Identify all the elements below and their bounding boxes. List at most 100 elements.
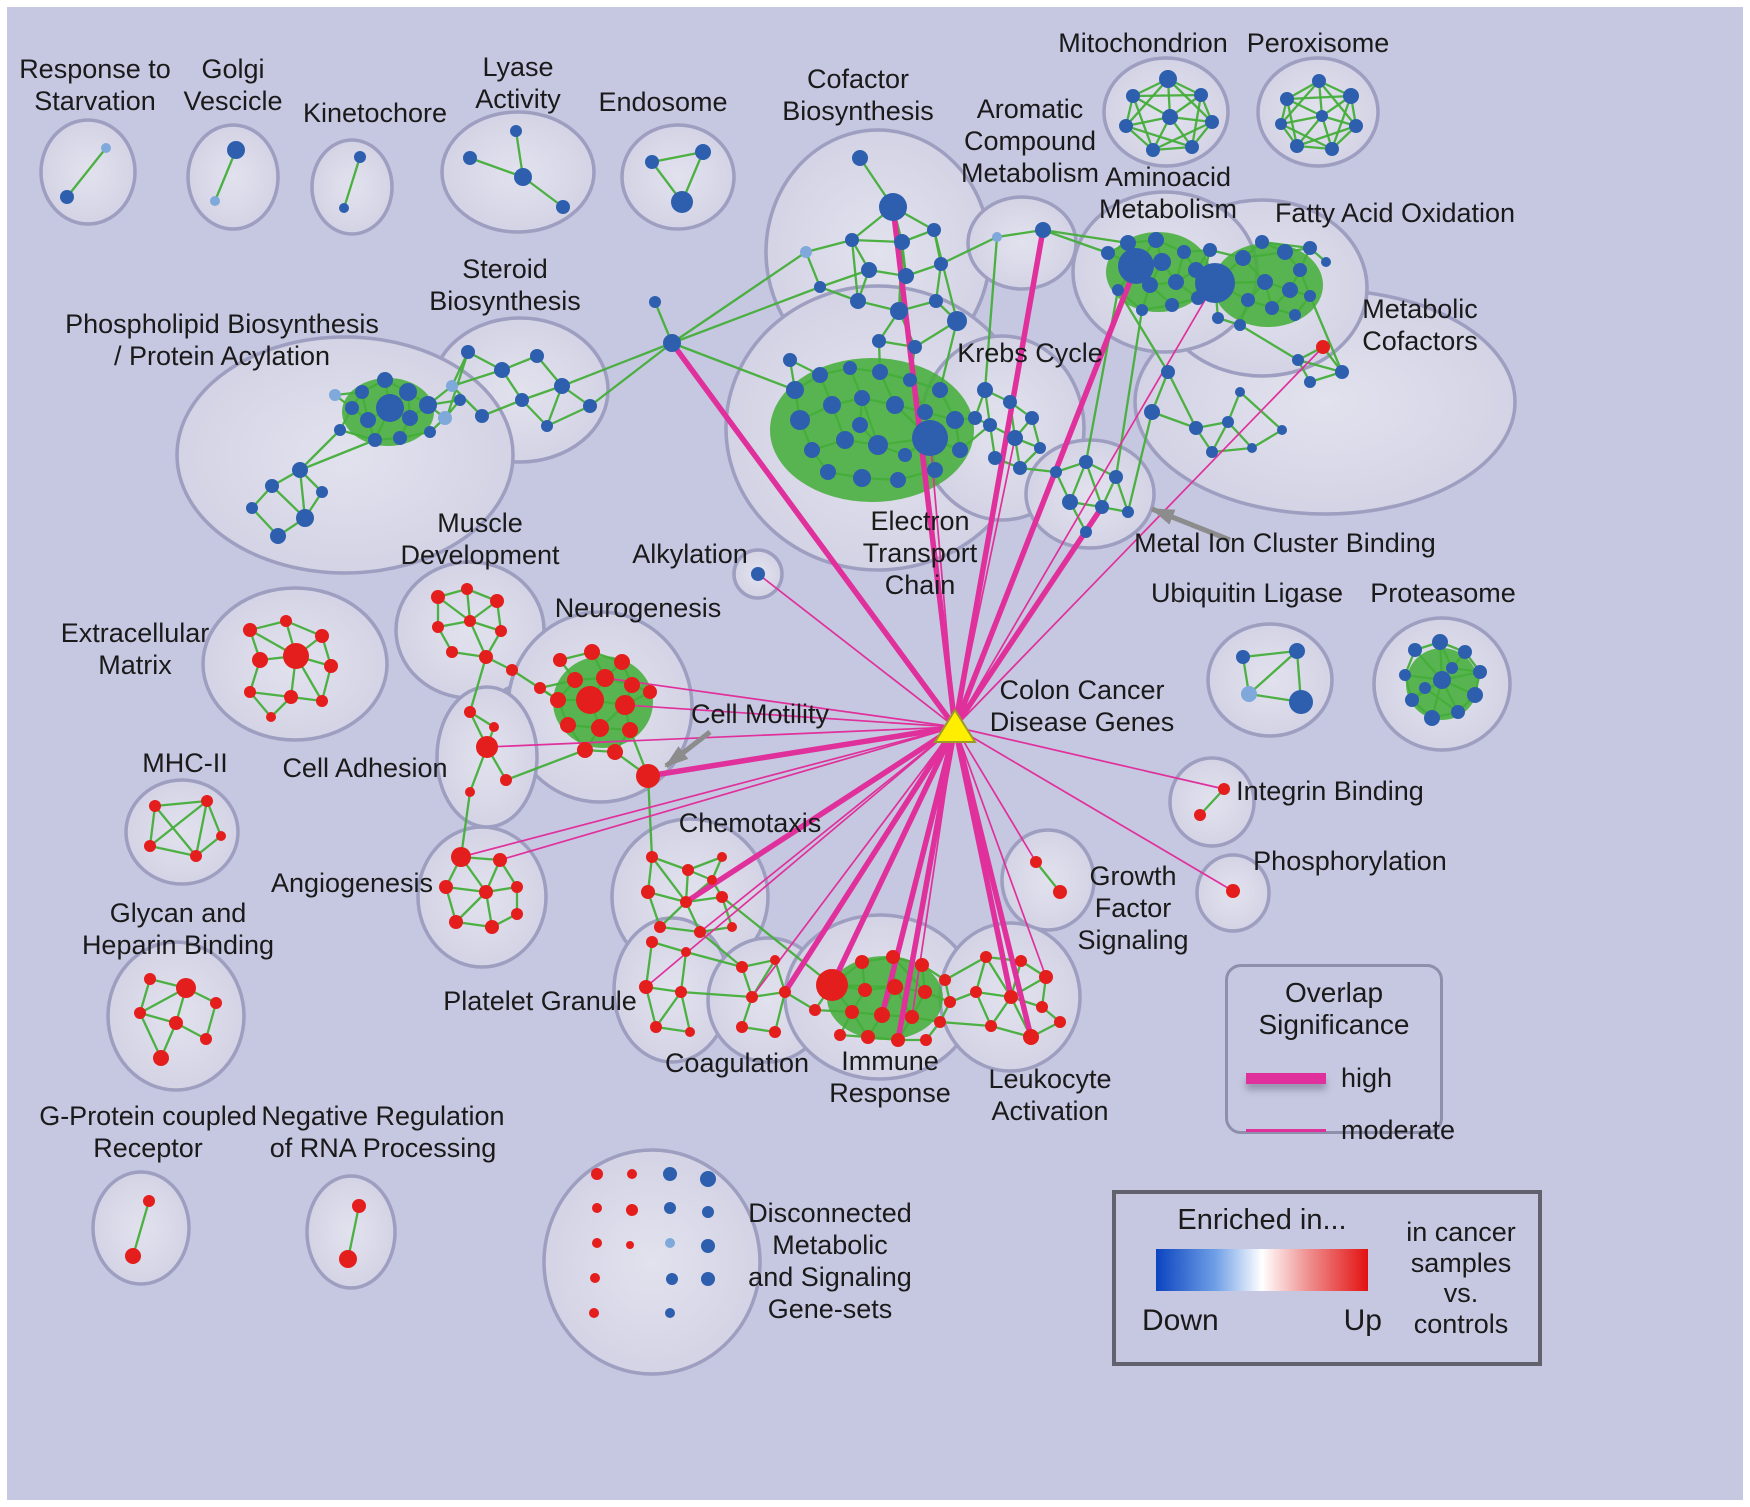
gene-set-node-krebs-cycle bbox=[988, 451, 1002, 465]
overlap-legend-title: Overlap Significance bbox=[1258, 977, 1410, 1041]
gene-set-node-metal-ion-cluster-binding bbox=[1079, 455, 1093, 469]
gene-set-node-mhc-ii bbox=[149, 800, 161, 812]
gene-set-node-fatty-acid-oxidation bbox=[1255, 235, 1269, 249]
gene-set-node-response-to-starvation bbox=[60, 190, 74, 204]
gene-set-node-metabolic-cofactors bbox=[1292, 354, 1304, 366]
gene-set-node-phospholipid-biosynthesis-protein-acylation bbox=[376, 394, 404, 422]
gene-set-node-fatty-acid-oxidation bbox=[1304, 290, 1316, 302]
gene-set-node-steroid-biosynthesis bbox=[461, 345, 475, 359]
high-significance-label: high bbox=[1341, 1062, 1393, 1093]
gene-set-node-cofactor-biosynthesis bbox=[927, 223, 941, 237]
label-krebs-cycle: Krebs Cycle bbox=[957, 338, 1103, 368]
gene-set-node-aminoacid-metabolism bbox=[1148, 232, 1164, 248]
gene-set-node-glycan-and-heparin-binding bbox=[200, 1033, 212, 1045]
label-phosphorylation: Phosphorylation bbox=[1253, 846, 1447, 876]
gene-set-node-peroxisome bbox=[1325, 142, 1339, 156]
inter-cluster-edge bbox=[720, 895, 834, 987]
cluster-outline-endosome bbox=[620, 123, 736, 231]
gene-set-node-disconnected-metabolic-and-signaling-gene-sets bbox=[592, 1238, 602, 1248]
gene-set-node-krebs-cycle bbox=[1013, 461, 1027, 475]
edge-mhc-ii bbox=[148, 844, 198, 858]
gene-set-node-disconnected-metabolic-and-signaling-gene-sets bbox=[626, 1241, 634, 1249]
enrichment-gradient-bar bbox=[1156, 1249, 1368, 1291]
gene-set-node-immune-response bbox=[915, 958, 929, 972]
gene-set-node-cell-adhesion bbox=[476, 736, 498, 758]
gene-set-node-angiogenesis bbox=[479, 885, 493, 899]
label-proteasome: Proteasome bbox=[1370, 578, 1516, 608]
gene-set-node-electron-transport-chain bbox=[932, 382, 948, 398]
enriched-in-title: Enriched in... bbox=[1177, 1204, 1347, 1236]
inter-cluster-edge bbox=[938, 1020, 993, 1028]
cluster-outline-growth-factor-signaling bbox=[1000, 828, 1096, 932]
gene-set-node-electron-transport-chain bbox=[812, 367, 828, 383]
gene-set-node-fatty-acid-oxidation bbox=[1289, 309, 1301, 321]
gene-set-node-fatty-acid-oxidation bbox=[1235, 250, 1251, 266]
overlap-edge-moderate bbox=[929, 437, 956, 728]
inter-cluster-edge bbox=[943, 955, 988, 982]
overlap-edge-high bbox=[829, 725, 958, 987]
edge-leukocyte-activation bbox=[974, 955, 988, 994]
edge-peroxisome bbox=[1285, 97, 1299, 148]
gene-set-node-neurogenesis bbox=[607, 744, 623, 760]
overlap-edge-moderate bbox=[757, 573, 956, 728]
inter-cluster-edge bbox=[1308, 294, 1344, 374]
gene-set-node-electron-transport-chain bbox=[823, 396, 841, 414]
gene-set-node-disconnected-metabolic-and-signaling-gene-sets bbox=[666, 1273, 678, 1285]
edge-peroxisome bbox=[1317, 79, 1358, 128]
gene-set-node-krebs-cycle bbox=[1003, 395, 1017, 409]
gene-set-node-aromatic-compound-metabolism bbox=[1035, 222, 1051, 238]
edge-mitochondrion bbox=[1124, 124, 1194, 149]
gene-set-node-steroid-biosynthesis bbox=[446, 380, 458, 392]
gene-set-node-immune-response bbox=[918, 985, 932, 999]
gene-set-node-electron-transport-chain bbox=[820, 464, 836, 480]
label-mitochondrion: Mitochondrion bbox=[1058, 28, 1228, 58]
gene-set-node-aminoacid-metabolism bbox=[1191, 291, 1205, 305]
gene-set-node-coagulation bbox=[769, 1026, 781, 1038]
gene-set-node-platelet-granule bbox=[639, 980, 653, 994]
gene-set-node-extracellular-matrix bbox=[266, 712, 276, 722]
gene-set-node-fatty-acid-oxidation bbox=[1241, 293, 1255, 307]
gene-set-node-fatty-acid-oxidation bbox=[1282, 282, 1298, 298]
gene-set-node-extracellular-matrix bbox=[283, 643, 309, 669]
enriched-in-legend: Enriched in... Down Up in cancer samples… bbox=[1112, 1190, 1542, 1366]
edge-metabolic-cofactors bbox=[1296, 358, 1344, 374]
gene-set-node-disconnected-metabolic-and-signaling-gene-sets bbox=[591, 1168, 603, 1180]
edge-leukocyte-activation bbox=[974, 990, 993, 1028]
gene-set-node-mitochondrion bbox=[1205, 115, 1219, 129]
gene-set-node-angiogenesis bbox=[451, 847, 471, 867]
inter-cluster-edge bbox=[1116, 288, 1170, 374]
gene-set-node-neurogenesis bbox=[624, 677, 640, 693]
gene-set-node-lyase-activity bbox=[463, 151, 477, 165]
gene-set-node-phospholipid-biosynthesis-protein-acylation bbox=[345, 401, 359, 415]
gene-set-node-electron-transport-chain bbox=[917, 404, 933, 420]
edge-metabolic-cofactors bbox=[1250, 428, 1284, 450]
gene-set-node-mitochondrion bbox=[1119, 119, 1133, 133]
overlap-edge-high bbox=[952, 264, 1139, 729]
gene-set-node-cofactor-biosynthesis bbox=[850, 293, 866, 309]
gene-set-node-electron-transport-chain bbox=[890, 472, 906, 488]
gene-set-node-disconnected-metabolic-and-signaling-gene-sets bbox=[663, 1167, 677, 1181]
inter-cluster-edge bbox=[670, 285, 822, 345]
edge-mhc-ii bbox=[148, 804, 157, 848]
gene-set-node-electron-transport-chain bbox=[927, 462, 943, 478]
gene-set-node-neurogenesis bbox=[553, 653, 567, 667]
gene-set-node-metabolic-cofactors bbox=[1316, 340, 1330, 354]
gene-set-node-krebs-cycle bbox=[1025, 411, 1039, 425]
gene-set-node-phospholipid-biosynthesis-protein-acylation bbox=[368, 433, 382, 447]
overlap-edge-moderate bbox=[954, 726, 1234, 892]
gene-set-node-leukocyte-activation bbox=[985, 1020, 997, 1032]
gene-set-node-phospholipid-biosynthesis-protein-acylation bbox=[246, 502, 258, 514]
gene-set-node-electron-transport-chain bbox=[872, 364, 888, 380]
overlap-edge-moderate bbox=[954, 282, 1216, 728]
edge-phospholipid-biosynthesis-protein-acylation bbox=[298, 428, 342, 472]
overlap-edge-moderate bbox=[604, 677, 956, 728]
gene-set-node-coagulation bbox=[746, 991, 758, 1003]
gene-set-node-cofactor-biosynthesis bbox=[934, 257, 948, 271]
gene-set-node-lyase-activity bbox=[510, 125, 522, 137]
